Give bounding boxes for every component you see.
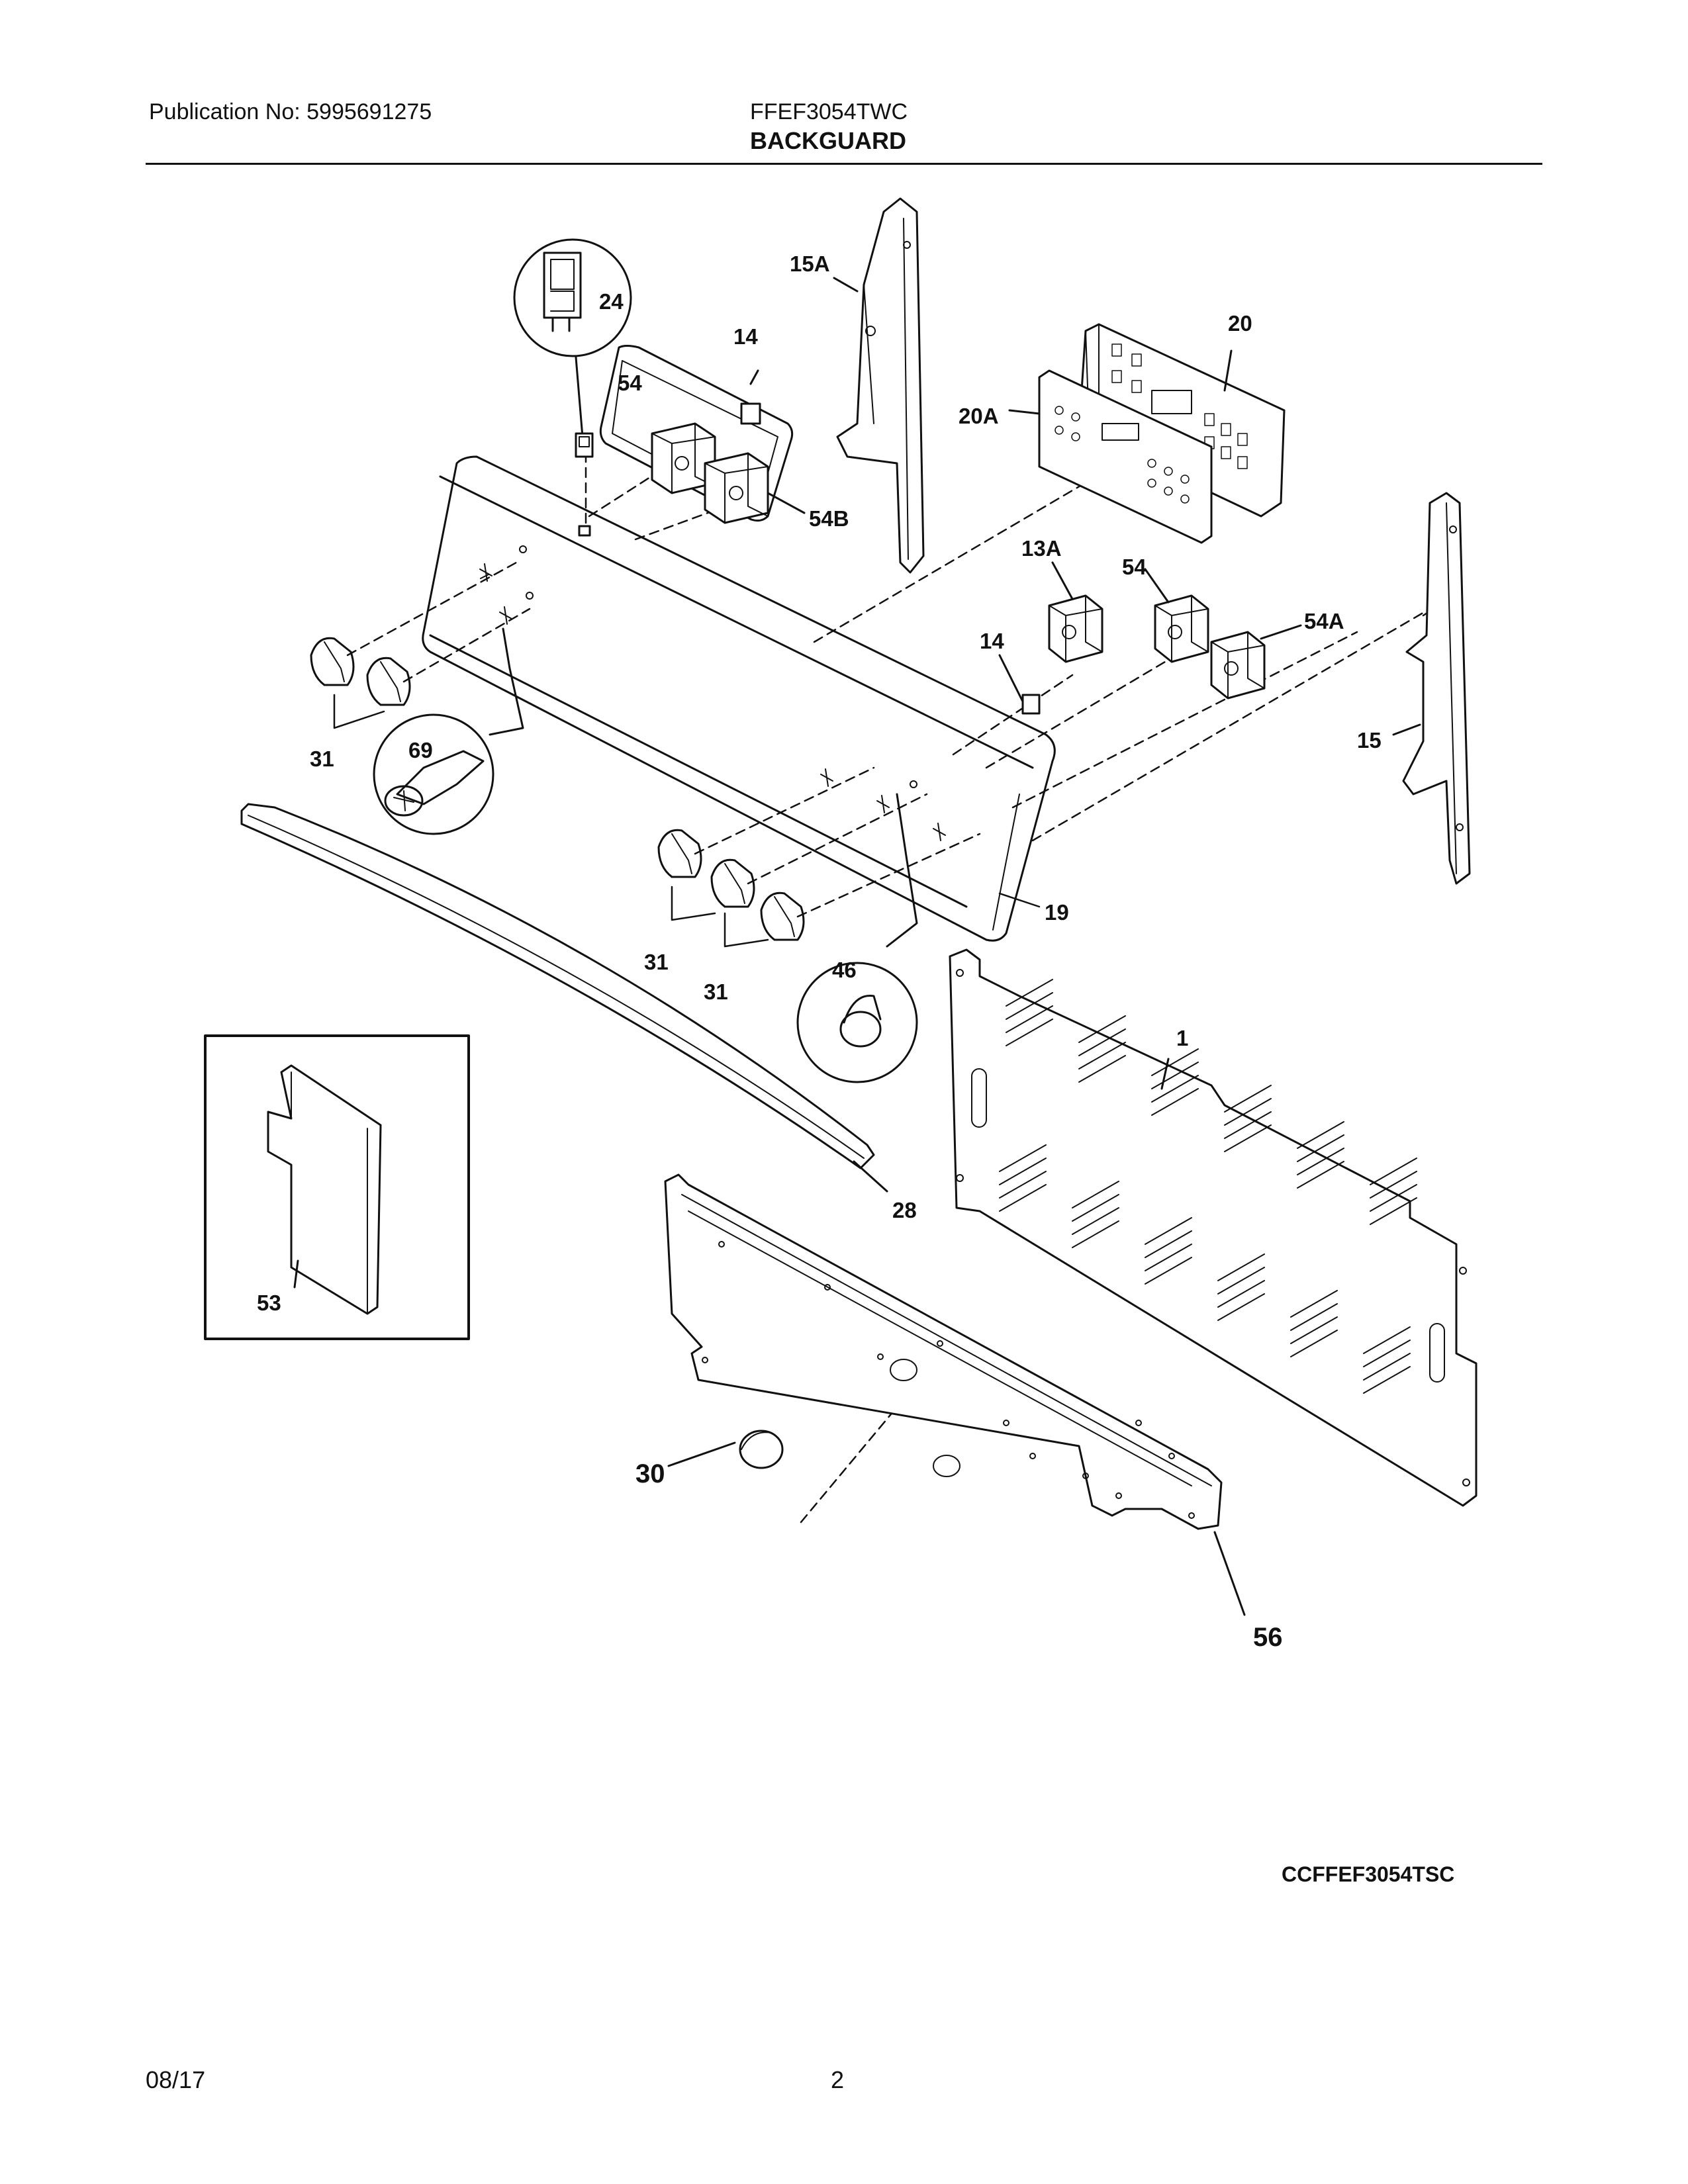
callout-30: 30 [635,1459,665,1488]
back-panel-1 [949,948,1477,1507]
callout-14: 14 [733,324,758,349]
callout-28: 28 [892,1198,917,1222]
callout-31-right: 31 [704,979,728,1004]
assembly-leader-lines [346,455,1444,1524]
page-number: 2 [831,2066,845,2093]
relay-14-lower [998,654,1041,715]
callout-19: 19 [1045,900,1069,925]
switch-24-part [575,432,594,458]
publication-number: Publication No: 5995691275 [149,99,432,124]
callout-14-lower: 14 [980,629,1004,653]
knob-31-right-2 [710,858,755,908]
bracket-56 [664,1173,1246,1616]
switch-13A [1048,561,1103,663]
trim-bar-28 [240,803,888,1193]
relay-14-top [740,369,761,425]
control-panel-part [422,345,1056,942]
callout-53: 53 [257,1291,281,1315]
callout-54-lower: 54 [1122,555,1147,579]
knob-31-left-bottom [366,657,411,706]
callout-15: 15 [1357,728,1382,752]
model-number: FFEF3054TWC [750,99,908,124]
switch-24-inset [513,238,632,438]
callout-69: 69 [408,738,433,762]
plug-30 [667,1430,784,1469]
bracket-53-inset [204,1034,470,1340]
switch-54-top [651,422,716,494]
knob-31-right-1 [657,829,702,878]
callout-46: 46 [832,958,857,982]
callout-31-left: 31 [310,747,334,771]
overlay-20A [1008,369,1213,544]
side-trim-15 [1392,492,1471,885]
callout-labels: 24 14 54 15A 54B 20 20A 13A 54 14 54A 15… [257,251,1382,1652]
knob-31-left-top [310,637,355,686]
switch-54B [704,452,806,524]
switch-54A [1210,624,1302,700]
callout-54B: 54B [809,506,849,531]
callout-54A: 54A [1304,609,1344,633]
knob-46-inset [796,793,918,1083]
screw-69-inset [373,627,524,835]
callout-13A: 13A [1021,536,1062,561]
callout-54: 54 [618,371,642,395]
knob-31-right-3 [760,891,805,941]
label-leaders [333,694,1041,948]
callout-56: 56 [1253,1623,1283,1652]
page-title: BACKGUARD [750,127,906,154]
callout-31-mid: 31 [644,950,669,974]
callout-20A: 20A [959,404,999,428]
header-rule [146,163,1542,165]
side-trim-15A [833,197,925,574]
image-code: CCFFEF3054TSC [1282,1862,1455,1886]
callout-15A: 15A [790,251,830,276]
callout-1: 1 [1176,1026,1188,1050]
switch-54-lower [1144,568,1209,663]
callout-20: 20 [1228,311,1252,336]
callout-24: 24 [599,289,624,314]
publication-date: 08/17 [146,2066,206,2093]
